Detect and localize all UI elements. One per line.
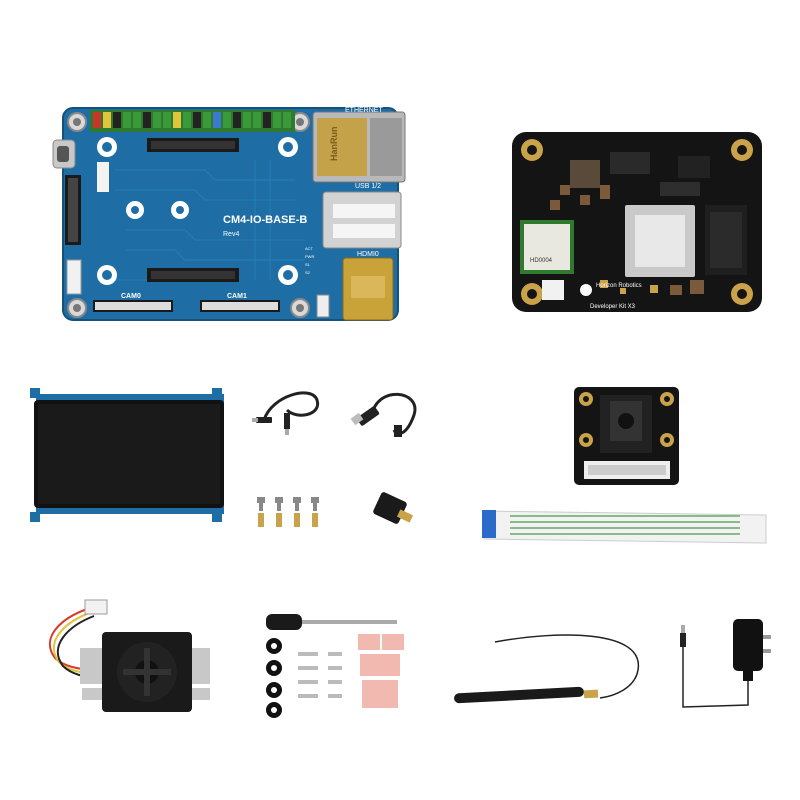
usb-cable-1 xyxy=(252,385,327,445)
brand-label: Horizon Robotics xyxy=(596,283,642,289)
cam0-label: CAM0 xyxy=(121,293,141,300)
power-adapter xyxy=(665,615,775,720)
gpio-header-pins xyxy=(93,112,291,128)
io-base-board: CM4-IO-BASE-B Rev4 ETHERNET USB 1/2 HDMI… xyxy=(52,100,406,330)
ethernet-label: ETHERNET xyxy=(345,107,383,114)
usb-label: USB 1/2 xyxy=(355,183,381,190)
rev-label: Rev4 xyxy=(223,231,239,238)
jack-brand: HanRun xyxy=(329,127,339,162)
corner-pads xyxy=(521,139,753,305)
usb-cable-2 xyxy=(350,385,427,445)
mounting-holes xyxy=(67,112,310,318)
ffc-cable xyxy=(480,505,770,545)
led-label-s1: S1 xyxy=(305,262,311,267)
hdmi-adapter xyxy=(368,490,418,530)
core-module-board: HD0004 Horizon Robotics Developer Kit X3 xyxy=(510,130,765,315)
led-label-act: ACT xyxy=(305,246,314,251)
cooling-fan xyxy=(30,598,215,718)
model-label: CM4-IO-BASE-B xyxy=(223,214,307,226)
lcd-display xyxy=(30,388,230,528)
kit-label: Developer Kit X3 xyxy=(590,304,636,310)
wifi-code: HD0004 xyxy=(530,258,553,264)
camera-module xyxy=(572,385,682,490)
hdmi-label: HDMI0 xyxy=(357,251,379,258)
standoffs xyxy=(252,495,327,535)
led-label-s2: S2 xyxy=(305,270,311,275)
cam1-label: CAM1 xyxy=(227,293,247,300)
led-label-pwr: PWR xyxy=(305,254,314,259)
screwdriver-kit xyxy=(262,610,412,720)
wifi-antenna xyxy=(450,630,645,710)
